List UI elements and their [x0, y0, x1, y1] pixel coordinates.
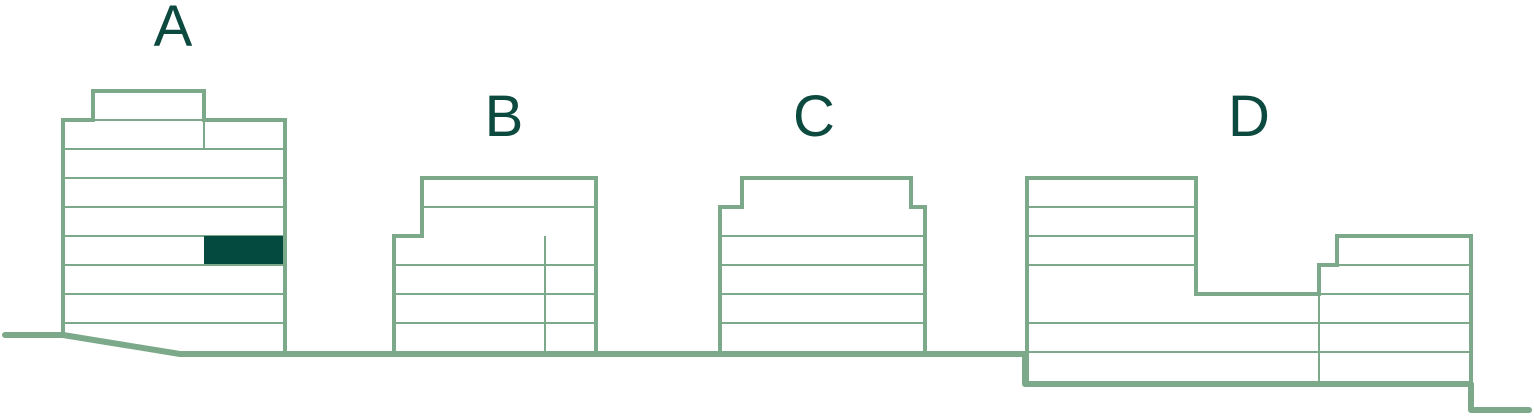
building-c: [718, 176, 927, 352]
building-a-floor-lines: [63, 119, 283, 324]
building-a-label: A: [154, 0, 193, 59]
building-c-label: C: [793, 84, 835, 149]
building-a-highlighted-unit: [204, 236, 283, 264]
ground-line: [2, 332, 1532, 413]
building-b-label: B: [485, 84, 524, 149]
building-c-floor-lines: [720, 235, 924, 324]
building-b-outline: [392, 176, 598, 352]
building-b-floor-lines: [394, 206, 595, 352]
building-b: [392, 176, 598, 352]
building-d-label: D: [1228, 84, 1270, 149]
building-d-floor-lines: [1027, 206, 1470, 383]
building-d: [1025, 176, 1473, 383]
building-a: [61, 89, 287, 352]
building-d-outline: [1025, 176, 1473, 383]
building-c-outline: [718, 176, 927, 352]
building-a-outline: [61, 89, 287, 352]
